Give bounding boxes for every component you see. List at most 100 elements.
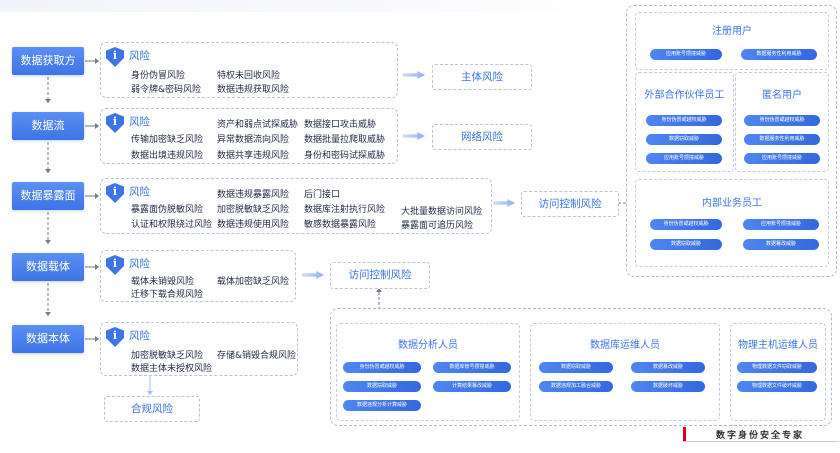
output-subject-risk: 主体风险 xyxy=(432,64,532,90)
arrow-right-icon xyxy=(493,199,515,207)
threat-pill: 身份伪冒或越权威胁 xyxy=(650,219,722,230)
shield-info-icon: i xyxy=(106,113,124,133)
group-title: 数据库运维人员 xyxy=(590,340,660,351)
group-external-staff: 外部合作伙伴员工 身份伪冒或越权威胁 数据窃取威胁 应用账号攒撞威胁 xyxy=(635,72,734,172)
arrow-down-icon xyxy=(45,240,51,244)
arrow-down-icon xyxy=(147,391,153,395)
arrow-right-icon xyxy=(403,71,425,79)
risk-item: 数据违规使用风险 xyxy=(217,220,290,230)
threat-pill: 应用账号攒撞威胁 xyxy=(646,153,722,164)
threat-pill: 数据违规加工融合威胁 xyxy=(539,381,613,392)
arrow-right-icon xyxy=(95,58,99,64)
risk-item: 暴露面可追历风险 xyxy=(401,221,474,231)
risk-item: 后门接口 xyxy=(304,190,341,200)
group-title: 数据分析人员 xyxy=(398,340,458,351)
arrow-right-icon xyxy=(302,271,324,279)
risk-item: 暴露面伪脱敏风险 xyxy=(131,205,204,215)
risk-item: 迁移下载合规风险 xyxy=(131,290,204,300)
threat-pill: 数据篡改威胁 xyxy=(631,362,705,373)
group-db-ops: 数据库运维人员 数据窃取威胁 数据篡改威胁 数据违规加工融合威胁 数据破坏威胁 xyxy=(530,323,720,421)
risk-item: 加密脱敏缺乏风险 xyxy=(131,351,204,361)
threat-pill: 身份伪冒或越权威胁 xyxy=(343,362,421,373)
risk-item: 数据批量拉爬取威胁 xyxy=(304,135,386,145)
risk-box-carrier: i 风险 载体未销毁风险 载体加密缺乏风险 迁移下载合规风险 xyxy=(100,250,296,302)
risk-item: 资产和弱点试探威胁 xyxy=(217,120,299,130)
group-title: 注册用户 xyxy=(712,26,752,37)
threat-pill: 应用账号攒撞威胁 xyxy=(743,219,819,230)
output-compliance-risk: 合规风险 xyxy=(104,396,200,422)
risk-box-title: 风险 xyxy=(129,116,150,128)
risk-item: 特权未回收风险 xyxy=(217,71,281,81)
risk-item: 载体未销毁风险 xyxy=(131,277,195,287)
threat-pill: 数据窃取威胁 xyxy=(343,381,421,392)
output-network-risk: 网络风险 xyxy=(432,124,532,150)
risk-item: 数据库注射执行风险 xyxy=(304,205,386,215)
arrow-down-icon xyxy=(45,312,51,316)
stage-data-acquirer: 数据获取方 xyxy=(12,47,84,75)
risk-box-flow: i 风险 资产和弱点试探威胁 数据接口攻击威胁 传输加密缺乏风险 异常数据流向风… xyxy=(100,108,398,164)
footer-slogan: 数字身份安全专家 xyxy=(716,431,805,441)
threat-pill: 数据库账号攒撞威胁 xyxy=(433,362,511,373)
bottom-panel: 数据分析人员 身份伪冒或越权威胁 数据库账号攒撞威胁 数据窃取威胁 计算结果篡改… xyxy=(330,308,832,426)
group-title: 内部业务员工 xyxy=(702,198,762,209)
footer-accent-bar xyxy=(683,427,686,442)
stage-data-flow: 数据流 xyxy=(12,112,84,140)
threat-pill: 数据服务性利用威胁 xyxy=(741,49,817,60)
arrow-down-icon xyxy=(45,99,51,103)
risk-box-title: 风险 xyxy=(129,258,150,270)
footer-divider xyxy=(683,441,839,442)
shield-info-icon: i xyxy=(106,47,124,67)
threat-pill: 身份伪冒或越权威胁 xyxy=(646,115,722,126)
group-title: 物理主机运维人员 xyxy=(738,340,818,351)
group-host-ops: 物理主机运维人员 物理数据文件窃取威胁 物理数据文件破坏威胁 xyxy=(730,323,826,421)
group-anonymous-users: 匿名用户 身份伪冒或越权威胁 数据服务性利用威胁 应用账号攒撞威胁 xyxy=(735,72,829,172)
threat-pill: 物理数据文件窃取威胁 xyxy=(737,362,817,373)
group-data-analysts: 数据分析人员 身份伪冒或越权威胁 数据库账号攒撞威胁 数据窃取威胁 计算结果篡改… xyxy=(336,323,520,421)
threat-pill: 数据服务性利用威胁 xyxy=(744,134,820,145)
risk-item: 敏感数据暴露风险 xyxy=(304,220,377,230)
threat-pill: 数据窃取威胁 xyxy=(650,239,722,250)
arrow-right-icon xyxy=(95,193,99,199)
risk-box-acquirer: i 风险 身份伪冒风险 特权未回收风险 弱令牌&密码风险 数据违规获取风险 xyxy=(100,42,398,98)
right-panel: 注册用户 应用账号攒撞威胁 数据服务性利用威胁 外部合作伙伴员工 身份伪冒或越权… xyxy=(626,5,837,277)
stage-data-carrier: 数据载体 xyxy=(12,253,84,281)
stage-data-body: 数据本体 xyxy=(12,325,84,353)
threat-pill: 身份伪冒或越权威胁 xyxy=(744,115,820,126)
risk-item: 身份伪冒风险 xyxy=(131,71,186,81)
risk-box-body: i 风险 加密脱敏缺乏风险 存储&销毁合规风险 数据主体未授权风险 xyxy=(100,322,298,376)
threat-pill: 应用账号攒撞威胁 xyxy=(650,49,722,60)
risk-item: 传输加密缺乏风险 xyxy=(131,135,204,145)
risk-box-exposure: i 风险 数据违规暴露风险 后门接口 暴露面伪脱敏风险 加密脱敏缺乏风险 数据库… xyxy=(100,178,492,234)
risk-item: 异常数据流向风险 xyxy=(217,135,290,145)
group-registered-users: 注册用户 应用账号攒撞威胁 数据服务性利用威胁 xyxy=(635,12,829,70)
threat-pill: 计算结果篡改威胁 xyxy=(433,381,511,392)
risk-item: 数据违规获取风险 xyxy=(217,85,290,95)
risk-box-title: 风险 xyxy=(129,50,150,62)
risk-item: 加密脱敏缺乏风险 xyxy=(217,205,290,215)
header-fade xyxy=(0,0,620,12)
arrow-right-icon xyxy=(95,264,99,270)
threat-pill: 数据窃取威胁 xyxy=(646,134,722,145)
risk-item: 存储&销毁合规风险 xyxy=(217,351,297,361)
threat-pill: 物理数据文件破坏威胁 xyxy=(737,381,817,392)
risk-item: 大批量数据访问风险 xyxy=(401,207,483,217)
risk-item: 认证和权限绕过风险 xyxy=(131,220,213,230)
risk-item: 身份和密码试探威胁 xyxy=(304,151,386,161)
shield-info-icon: i xyxy=(106,183,124,203)
risk-item: 数据主体未授权风险 xyxy=(131,364,213,374)
output-access-control-risk: 访问控制风险 xyxy=(521,191,619,217)
threat-pill: 数据篡改威胁 xyxy=(743,239,819,250)
risk-item: 弱令牌&密码风险 xyxy=(131,85,202,95)
arrow-right-icon xyxy=(95,336,99,342)
risk-item: 载体加密缺乏风险 xyxy=(217,277,290,287)
group-title: 匿名用户 xyxy=(762,90,802,101)
risk-item: 数据接口攻击威胁 xyxy=(304,120,377,130)
risk-item: 数据出境违规风险 xyxy=(131,151,204,161)
shield-info-icon: i xyxy=(106,327,124,347)
risk-box-title: 风险 xyxy=(129,330,150,342)
risk-item: 数据共享违规风险 xyxy=(217,151,290,161)
group-title: 外部合作伙伴员工 xyxy=(644,90,725,101)
shield-info-icon: i xyxy=(106,255,124,275)
arrow-right-icon xyxy=(403,132,425,140)
threat-pill: 数据破坏威胁 xyxy=(631,381,705,392)
